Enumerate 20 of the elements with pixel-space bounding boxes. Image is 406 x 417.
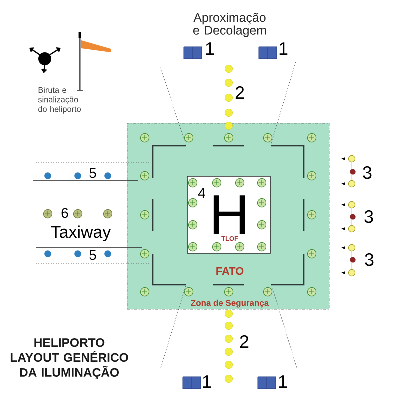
- callout-number: 5: [90, 250, 96, 260]
- helipad-letter: H: [214, 196, 246, 234]
- callout-number: 3: [364, 210, 374, 224]
- callout-number: 6: [62, 208, 68, 218]
- callout-number: 2: [236, 86, 244, 99]
- callout-number: 2: [240, 335, 249, 348]
- callout-number: 5: [90, 168, 96, 178]
- callout-number: 1: [203, 376, 212, 388]
- note-text: Biruta e sinalização do heliporto: [38, 87, 81, 114]
- area-label: Zona de Segurança: [191, 300, 270, 308]
- callout-number: 3: [365, 253, 374, 266]
- text-label: Aproximação e Decolagem: [194, 12, 266, 38]
- area-label: FATO: [216, 267, 244, 276]
- callout-number: 3: [363, 166, 372, 180]
- heading: HELIPORTO LAYOUT GENÉRICO DA ILUMINAÇÃO: [10, 338, 128, 380]
- callout-number: 1: [206, 42, 214, 55]
- callout-number: 1: [279, 376, 288, 388]
- callout-number: 1: [280, 42, 288, 55]
- callout-number: 4: [198, 188, 206, 198]
- area-label: Taxiway: [51, 226, 112, 242]
